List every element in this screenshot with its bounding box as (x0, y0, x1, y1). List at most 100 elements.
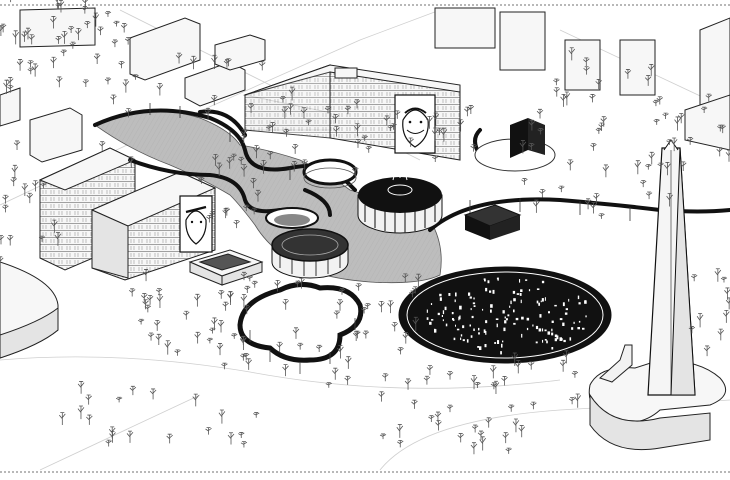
tree (291, 143, 299, 154)
pool-figure (536, 300, 539, 304)
tree (137, 318, 145, 325)
pool-figure (535, 341, 538, 344)
tree (563, 350, 570, 364)
tree (194, 293, 201, 307)
pool-figure (462, 339, 465, 342)
tree (281, 106, 289, 119)
pool-figure (468, 292, 471, 296)
tree (560, 93, 567, 107)
tree (142, 299, 149, 310)
rotunda-large (357, 170, 443, 234)
pool-figure (513, 298, 516, 302)
pool-figure (546, 340, 548, 344)
tree (514, 360, 522, 374)
tree (240, 271, 248, 281)
pool-figure (562, 322, 565, 326)
tree (243, 204, 250, 212)
pool-figure (510, 300, 512, 305)
tree (93, 53, 101, 65)
tree (501, 376, 508, 386)
tree (6, 77, 14, 88)
tree (211, 54, 218, 70)
tree (446, 404, 454, 413)
tree (109, 430, 116, 443)
tree (725, 149, 730, 162)
tree (568, 397, 576, 405)
tree (2, 194, 9, 204)
tree (274, 279, 281, 292)
pool-figure (485, 287, 488, 292)
tree (571, 371, 579, 378)
tree (147, 332, 155, 341)
pool-figure (434, 328, 436, 333)
tree (10, 177, 17, 187)
tree (464, 106, 471, 117)
pool-figure (502, 310, 505, 314)
tree (105, 439, 112, 447)
tree (27, 67, 34, 75)
background-blocks (0, 7, 730, 163)
tree (391, 322, 399, 332)
pool-figure (496, 277, 499, 280)
pool-figure (554, 304, 557, 307)
tree (397, 439, 404, 448)
pool-figure (426, 317, 429, 320)
tree (595, 79, 602, 90)
pool-figure (584, 300, 587, 303)
tree (104, 77, 112, 85)
pool-figure (439, 293, 442, 297)
pool-figure (469, 324, 471, 327)
tree (86, 414, 93, 425)
tree (724, 287, 730, 300)
tree (719, 124, 726, 134)
pool-figure (578, 320, 581, 323)
pool-figure (470, 308, 472, 311)
tree (536, 108, 544, 119)
pool-figure (573, 321, 575, 324)
tree (598, 213, 605, 219)
tree (402, 273, 409, 282)
tree (238, 432, 245, 439)
tree (227, 432, 235, 445)
pool-figure (526, 317, 530, 321)
tree (233, 220, 240, 229)
pool-figure (502, 340, 504, 343)
tree (60, 49, 67, 57)
tree (194, 331, 201, 344)
pool-figure (478, 327, 480, 331)
black-pavilion (474, 118, 556, 172)
pool-figure (548, 311, 550, 314)
tree (24, 27, 32, 40)
pool-figure (582, 327, 585, 330)
tree (6, 234, 14, 246)
pool-figure (538, 302, 540, 306)
tree (720, 276, 728, 283)
tree (563, 91, 571, 106)
pool-figure (562, 302, 565, 307)
tree (383, 115, 391, 126)
tree (217, 320, 225, 333)
tree (717, 124, 724, 132)
tree (75, 27, 82, 41)
pool-figure (513, 309, 515, 313)
pool-figure (515, 317, 519, 321)
tree (250, 207, 258, 215)
tree (553, 87, 561, 97)
tree (276, 341, 283, 353)
pool-figure (490, 309, 492, 313)
tree (364, 303, 371, 310)
tree (382, 373, 389, 382)
pool-figure (556, 335, 559, 340)
pool-figure (541, 298, 544, 302)
pool-figure (565, 308, 568, 311)
tree (589, 94, 596, 103)
tree (260, 160, 267, 174)
tree (412, 286, 419, 294)
pool-figure (569, 337, 572, 341)
tree (127, 156, 135, 168)
tree (333, 310, 341, 319)
tree (530, 401, 537, 410)
pool-figure (560, 338, 563, 341)
tree (558, 185, 565, 193)
tree (344, 105, 352, 115)
